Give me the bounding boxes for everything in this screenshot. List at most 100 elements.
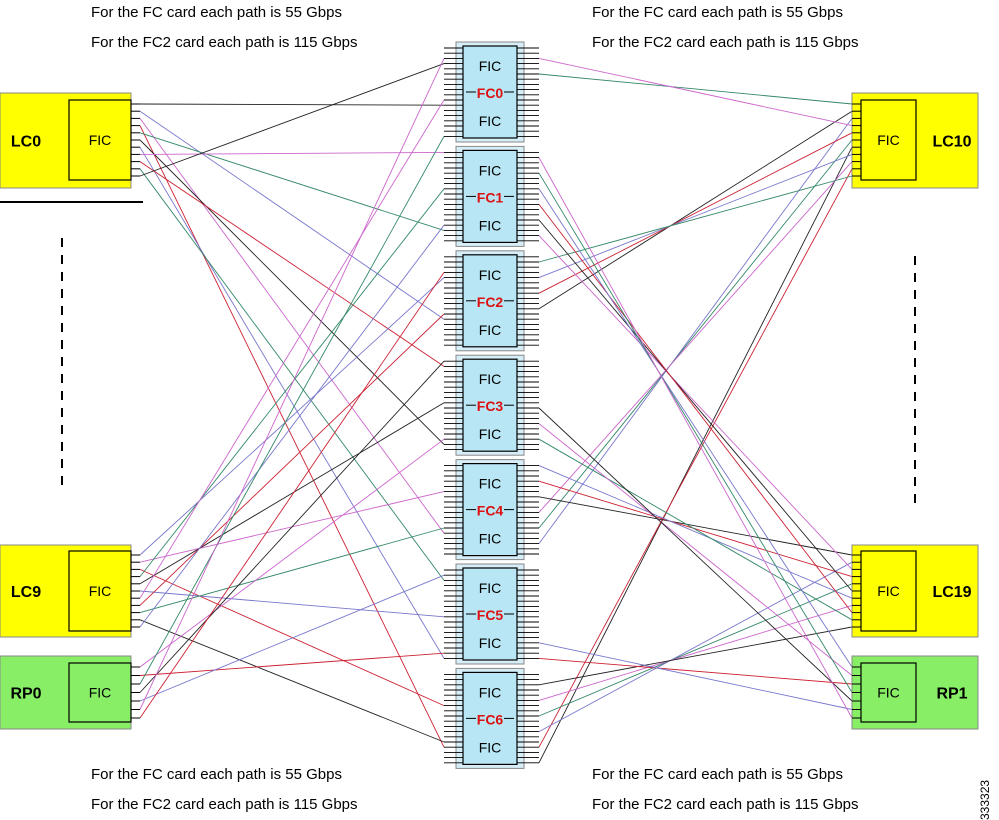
link-right-28 — [538, 157, 853, 719]
card-fic-box — [860, 662, 917, 723]
note-bottom-right-2: For the FC2 card each path is 115 Gbps — [592, 796, 859, 813]
link-left-9 — [139, 168, 445, 581]
fabric-card-label: FC0 — [477, 85, 504, 101]
fabric-card-body — [462, 45, 518, 139]
link-right-22 — [538, 188, 853, 668]
link-right-5 — [538, 139, 853, 529]
link-right-20 — [538, 438, 853, 621]
fabric-fic-bottom-label: FIC — [479, 113, 502, 129]
link-right-12 — [538, 561, 853, 732]
link-right-2 — [538, 118, 853, 544]
link-left-3 — [139, 125, 445, 748]
link-left-11 — [139, 277, 445, 556]
fabric-card-label: FC1 — [477, 189, 504, 205]
link-right-24 — [538, 657, 853, 685]
card-fic-label: FIC — [877, 685, 900, 701]
card-label: RP1 — [936, 686, 967, 703]
link-left-16 — [139, 590, 445, 618]
fabric-fic-bottom-label: FIC — [479, 322, 502, 338]
fabric-card-label: FC3 — [477, 398, 504, 414]
link-left-15 — [139, 402, 445, 585]
link-left-27 — [139, 58, 445, 710]
note-top-left-1: For the FC card each path is 55 Gbps — [91, 4, 342, 21]
card-label: LC10 — [932, 134, 971, 151]
link-right-19 — [538, 204, 853, 613]
link-right-1 — [538, 110, 853, 310]
note-top-right-1: For the FC card each path is 55 Gbps — [592, 4, 843, 21]
link-left-5 — [139, 139, 445, 445]
fabric-fic-top-label: FIC — [479, 58, 502, 74]
link-left-14 — [139, 188, 445, 577]
fabric-fic-top-label: FIC — [479, 267, 502, 283]
link-left-28 — [139, 272, 445, 719]
link-right-11 — [538, 496, 853, 556]
note-bottom-right-1: For the FC card each path is 55 Gbps — [592, 766, 843, 783]
note-top-left-2: For the FC2 card each path is 115 Gbps — [91, 34, 358, 51]
note-top-right-2: For the FC2 card each path is 115 Gbps — [592, 34, 859, 51]
link-left-7 — [139, 151, 445, 155]
fabric-fic-bottom-label: FIC — [479, 531, 502, 547]
card-fic-label: FIC — [89, 583, 112, 599]
fabric-fic-bottom-label: FIC — [479, 426, 502, 442]
link-left-4 — [139, 132, 445, 231]
fabric-fic-top-label: FIC — [479, 476, 502, 492]
card-label: LC9 — [11, 584, 41, 601]
link-right-8 — [538, 161, 853, 513]
note-bottom-left-2: For the FC2 card each path is 115 Gbps — [91, 796, 358, 813]
link-left-24 — [139, 136, 445, 685]
note-bottom-left-1: For the FC card each path is 55 Gbps — [91, 766, 342, 783]
link-right-4 — [538, 132, 853, 294]
card-label: RP0 — [10, 686, 41, 703]
left-card-rp0: FIC RP0 — [0, 655, 140, 730]
link-right-23 — [538, 423, 853, 676]
fabric-fic-top-label: FIC — [479, 371, 502, 387]
card-fic-box — [68, 550, 132, 632]
link-right-17 — [538, 465, 853, 599]
fabric-fic-top-label: FIC — [479, 580, 502, 596]
card-label: LC0 — [11, 134, 41, 151]
card-fic-box — [68, 99, 132, 181]
link-left-10 — [139, 63, 445, 177]
fabric-card-label: FC5 — [477, 607, 504, 623]
card-fic-label: FIC — [89, 685, 112, 701]
card-label: LC19 — [932, 584, 971, 601]
figure-id: 333323 — [978, 779, 992, 820]
link-right-3 — [538, 57, 853, 127]
link-right-13 — [538, 235, 853, 570]
link-left-2 — [139, 118, 445, 534]
card-fic-label: FIC — [89, 132, 112, 148]
fabric-card-label: FC6 — [477, 711, 504, 727]
link-right-21 — [538, 626, 853, 686]
link-left-25 — [139, 360, 445, 693]
link-right-14 — [538, 480, 853, 578]
link-left-6 — [139, 146, 445, 659]
link-right-10 — [538, 175, 853, 263]
link-right-18 — [538, 604, 853, 701]
link-left-21 — [139, 224, 445, 628]
right-card-lc19: FIC LC19 — [851, 544, 979, 638]
fabric-fic-bottom-label: FIC — [479, 739, 502, 755]
link-left-1 — [139, 110, 445, 320]
link-left-13 — [139, 568, 445, 707]
link-right-6 — [538, 146, 853, 764]
link-left-17 — [139, 99, 445, 599]
link-left-18 — [139, 313, 445, 606]
fabric-card-label: FC4 — [477, 503, 504, 519]
left-card-lc0: FIC LC0 — [0, 92, 140, 189]
link-left-26 — [139, 574, 445, 702]
fabric-fic-bottom-label: FIC — [479, 217, 502, 233]
fabric-links — [139, 57, 853, 764]
link-right-16 — [538, 219, 853, 592]
link-right-27 — [538, 642, 853, 710]
card-fic-label: FIC — [877, 583, 900, 599]
link-left-0 — [139, 103, 445, 106]
